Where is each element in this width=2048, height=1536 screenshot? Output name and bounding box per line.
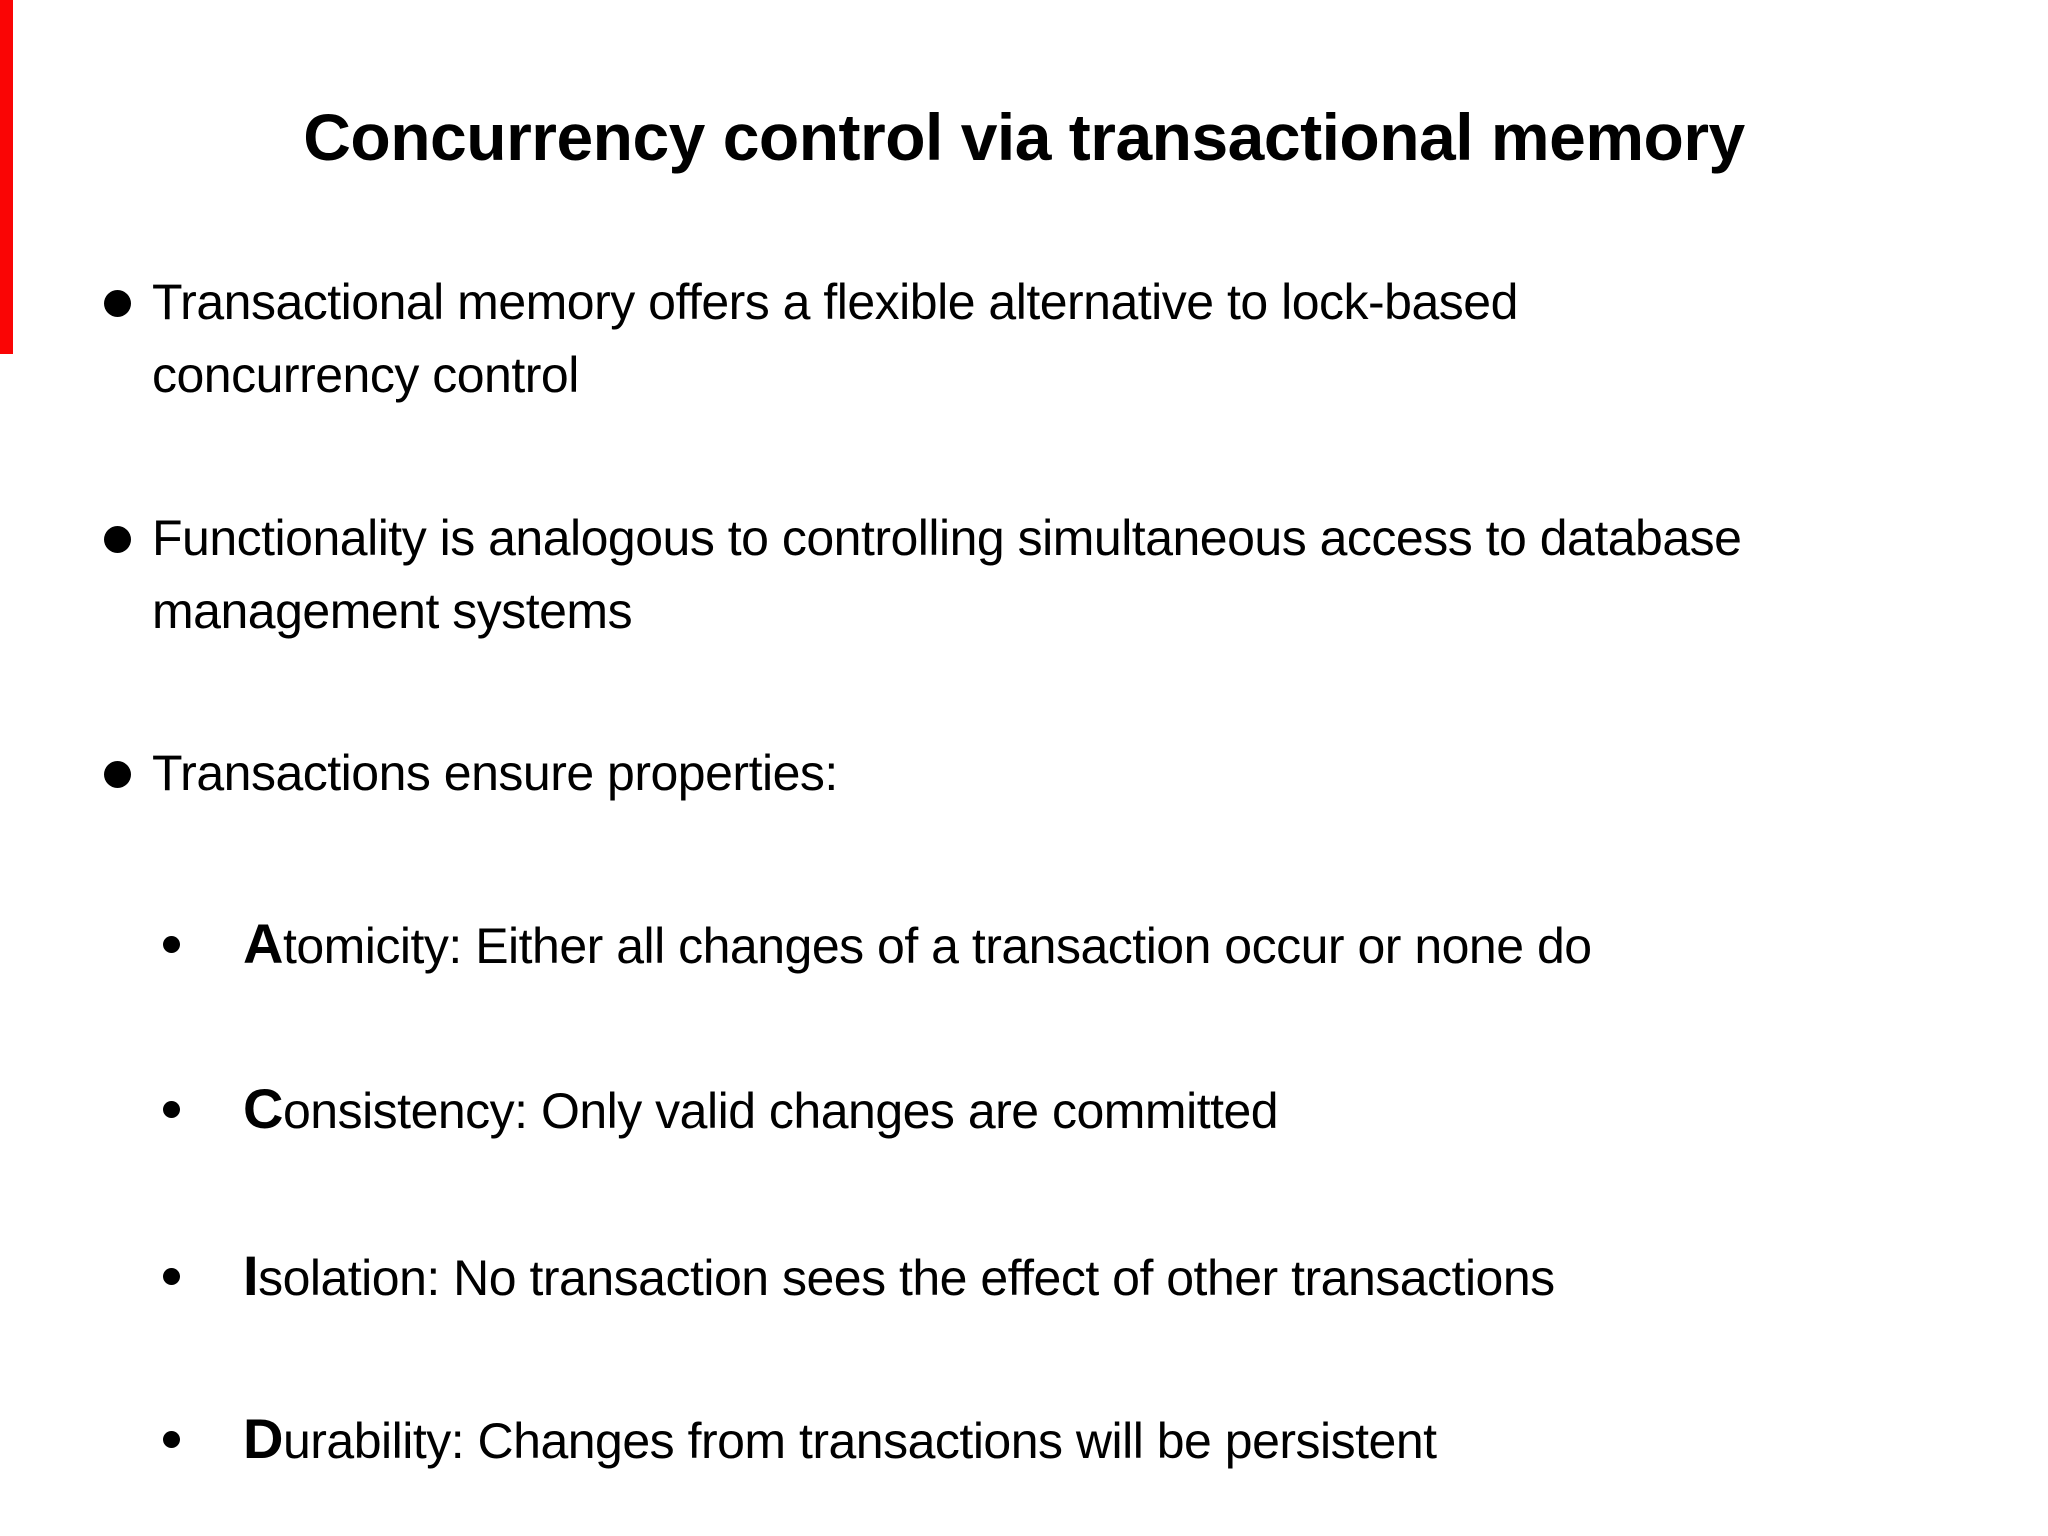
property-item-isolation: Isolation: No transaction sees the effec… <box>0 1239 2048 1315</box>
bullet-circle-icon <box>163 1431 180 1448</box>
property-text: Consistency: Only valid changes are comm… <box>243 1072 2048 1148</box>
bullet-text: Transactions ensure properties: <box>152 737 2048 810</box>
property-rest: urability: Changes from transactions wil… <box>282 1413 1437 1469</box>
property-text: Durability: Changes from transactions wi… <box>243 1402 2048 1478</box>
bullet-text: Transactional memory offers a flexible a… <box>152 266 2048 412</box>
property-item-durability: Durability: Changes from transactions wi… <box>0 1402 2048 1478</box>
bullet-line: Transactions ensure properties: <box>152 745 838 801</box>
bullet-circle-icon <box>163 1101 180 1118</box>
bullet-line: management systems <box>152 583 633 639</box>
bullet-circle-icon <box>163 936 180 953</box>
bullet-line: concurrency control <box>152 347 579 403</box>
property-rest: onsistency: Only valid changes are commi… <box>282 1083 1279 1139</box>
bullet-text: Functionality is analogous to controllin… <box>152 502 2048 648</box>
bullet-circle-icon <box>104 761 131 788</box>
property-text: Isolation: No transaction sees the effec… <box>243 1239 2048 1315</box>
bullet-line: Transactional memory offers a flexible a… <box>152 274 1518 330</box>
property-rest: tomicity: Either all changes of a transa… <box>282 918 1592 974</box>
bullet-line: Functionality is analogous to controllin… <box>152 510 1742 566</box>
bullet-circle-icon <box>104 290 131 317</box>
bullet-circle-icon <box>104 526 131 553</box>
bullet-item: Transactional memory offers a flexible a… <box>0 266 2048 412</box>
property-lead-letter: D <box>243 1407 283 1470</box>
bullet-item: Functionality is analogous to controllin… <box>0 502 2048 648</box>
property-item-consistency: Consistency: Only valid changes are comm… <box>0 1072 2048 1148</box>
property-lead-letter: C <box>243 1077 283 1140</box>
slide-title: Concurrency control via transactional me… <box>303 100 1745 174</box>
bullet-item: Transactions ensure properties: <box>0 737 2048 810</box>
property-lead-letter: A <box>243 912 283 975</box>
bullet-circle-icon <box>163 1268 180 1285</box>
property-item-atomicity: Atomicity: Either all changes of a trans… <box>0 907 2048 983</box>
property-text: Atomicity: Either all changes of a trans… <box>243 907 2048 983</box>
red-edge-artifact-bar <box>0 0 13 354</box>
property-lead-letter: I <box>243 1244 259 1307</box>
property-rest: solation: No transaction sees the effect… <box>258 1250 1555 1306</box>
